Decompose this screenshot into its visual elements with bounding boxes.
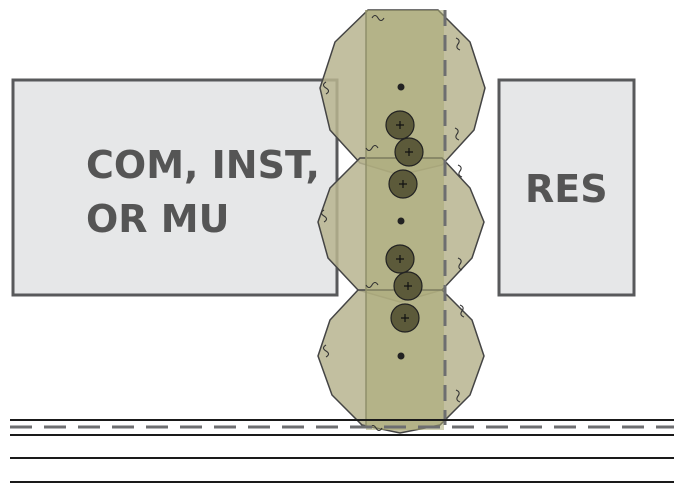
tree-trunk-dot-top bbox=[397, 83, 405, 91]
tree-trunks bbox=[397, 83, 405, 360]
canopy-scribbles bbox=[320, 14, 465, 432]
right-building: RES bbox=[497, 78, 636, 297]
tree-trunk-dot-middle bbox=[397, 217, 405, 225]
left-building-label-line1: COM, INST, bbox=[86, 143, 320, 187]
shrub-crosses bbox=[396, 121, 413, 322]
street bbox=[10, 419, 674, 483]
left-building-label-line2: OR MU bbox=[86, 197, 229, 241]
left-building: COM, INST, OR MU bbox=[11, 78, 339, 297]
right-building-label: RES bbox=[525, 167, 608, 211]
buffer-strip bbox=[366, 10, 444, 430]
tree-trunk-dot-bottom bbox=[397, 352, 405, 360]
